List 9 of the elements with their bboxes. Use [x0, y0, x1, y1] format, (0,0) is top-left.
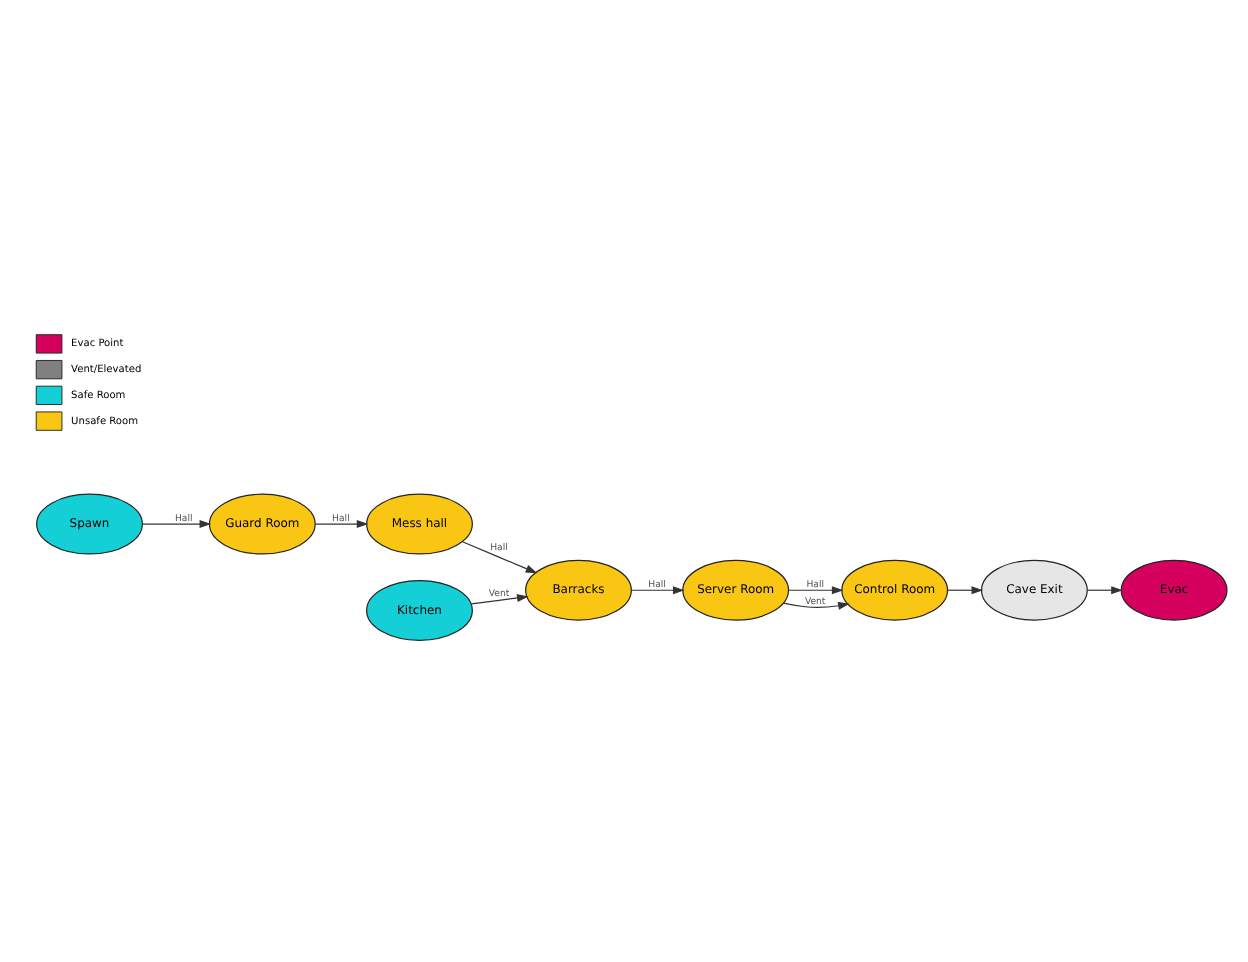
arrow	[947, 585, 984, 594]
arrow	[1086, 585, 1123, 594]
arrow	[782, 600, 850, 609]
arrow	[141, 519, 212, 528]
arrow	[461, 540, 538, 573]
arrow	[470, 593, 529, 604]
arrow	[788, 585, 844, 594]
arrow	[314, 519, 369, 528]
arrow	[630, 585, 685, 594]
